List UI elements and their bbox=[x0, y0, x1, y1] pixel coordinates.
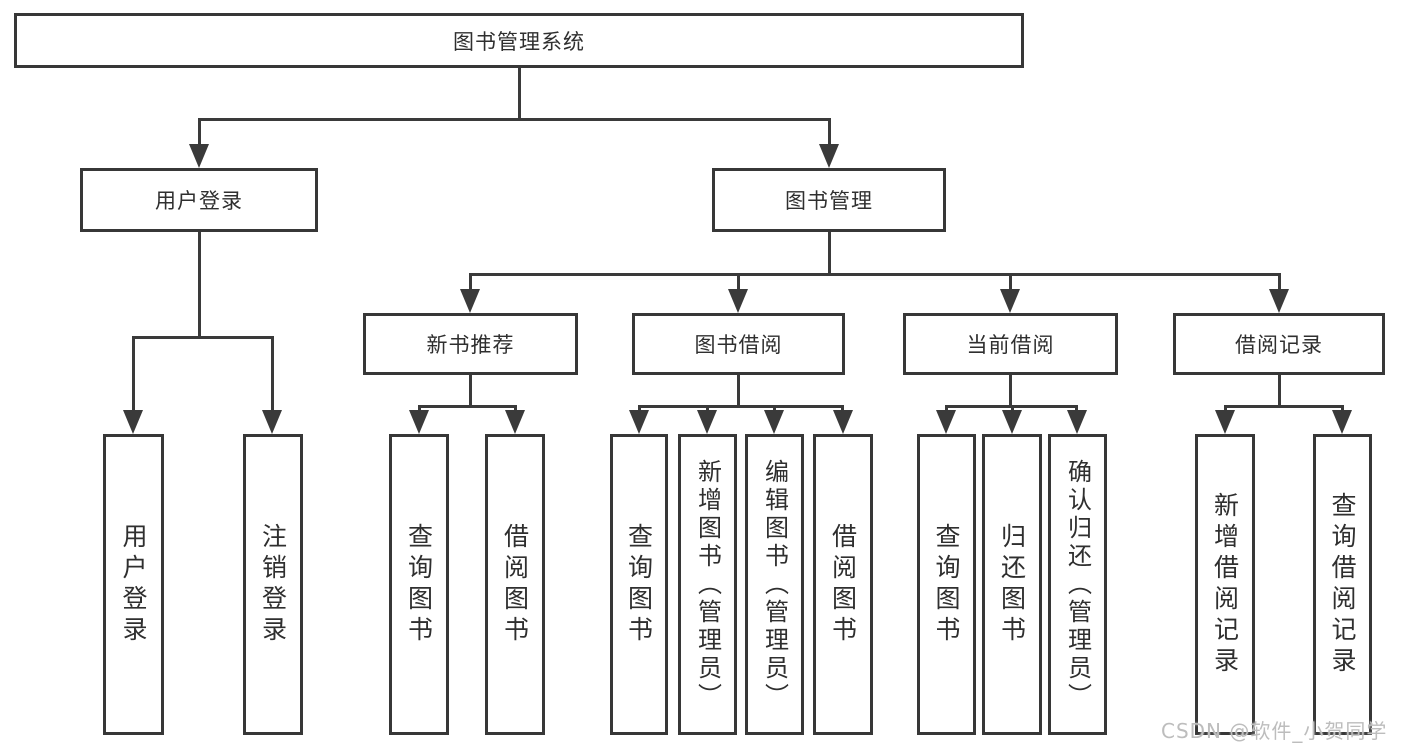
connector-line bbox=[638, 405, 641, 414]
connector-line bbox=[1278, 273, 1281, 293]
arrow-down-icon bbox=[123, 410, 143, 434]
node-book-management-label: 图书管理 bbox=[785, 189, 873, 213]
leaf-records-query-borrow-record-label: 查询借阅记录 bbox=[1328, 491, 1357, 678]
connector-line bbox=[271, 336, 274, 414]
leaf-current-confirm-return-admin-label: 确认归还（管理员） bbox=[1063, 458, 1092, 711]
connector-line bbox=[737, 375, 740, 406]
leaf-borrowing-add-books-admin-label: 新增图书（管理员） bbox=[693, 458, 722, 711]
arrow-down-icon bbox=[1332, 410, 1352, 434]
arrow-down-icon bbox=[764, 410, 784, 434]
watermark: CSDN @软件_小贺同学 bbox=[1161, 719, 1388, 743]
leaf-logout: 注销登录 bbox=[243, 434, 303, 735]
connector-line bbox=[469, 273, 472, 293]
connector-line bbox=[469, 375, 472, 406]
node-new-book-recommend: 新书推荐 bbox=[363, 313, 578, 375]
connector-line bbox=[773, 405, 776, 414]
connector-line bbox=[198, 232, 201, 336]
connector-line bbox=[132, 336, 135, 414]
connector-line bbox=[518, 68, 521, 118]
leaf-borrowing-edit-books-admin-label: 编辑图书（管理员） bbox=[760, 458, 789, 711]
node-book-borrowing-label: 图书借阅 bbox=[694, 333, 783, 357]
arrow-down-icon bbox=[728, 289, 748, 313]
leaf-borrowing-borrow-books: 借阅图书 bbox=[813, 434, 873, 735]
node-root-label: 图书管理系统 bbox=[453, 29, 585, 54]
node-user-login-label: 用户登录 bbox=[155, 189, 243, 213]
arrow-down-icon bbox=[629, 410, 649, 434]
node-current-borrowing: 当前借阅 bbox=[903, 313, 1118, 375]
leaf-user-login: 用户登录 bbox=[103, 434, 164, 735]
arrow-down-icon bbox=[833, 410, 853, 434]
connector-line bbox=[828, 232, 831, 273]
leaf-user-login-label: 用户登录 bbox=[119, 522, 148, 647]
connector-line bbox=[828, 118, 831, 148]
leaf-borrowing-add-books-admin: 新增图书（管理员） bbox=[678, 434, 737, 735]
arrow-down-icon bbox=[819, 144, 839, 168]
connector-line bbox=[198, 118, 201, 148]
connector-line bbox=[1224, 405, 1344, 408]
leaf-records-add-borrow-record-label: 新增借阅记录 bbox=[1210, 491, 1240, 678]
connector-line bbox=[1341, 405, 1344, 414]
leaf-current-query-books-label: 查询图书 bbox=[932, 522, 961, 647]
connector-line bbox=[132, 336, 274, 339]
connector-line bbox=[198, 118, 831, 121]
connector-line bbox=[418, 405, 421, 414]
node-book-management: 图书管理 bbox=[712, 168, 946, 232]
node-user-login: 用户登录 bbox=[80, 168, 318, 232]
node-new-book-recommend-label: 新书推荐 bbox=[426, 333, 515, 357]
connector-line bbox=[418, 405, 517, 408]
leaf-records-add-borrow-record: 新增借阅记录 bbox=[1195, 434, 1255, 735]
arrow-down-icon bbox=[1215, 410, 1235, 434]
arrow-down-icon bbox=[409, 410, 429, 434]
leaf-recommend-query-books-label: 查询图书 bbox=[404, 522, 434, 647]
leaf-borrowing-borrow-books-label: 借阅图书 bbox=[828, 522, 858, 647]
node-borrow-records-label: 借阅记录 bbox=[1235, 333, 1323, 357]
connector-line bbox=[841, 405, 844, 414]
arrow-down-icon bbox=[1000, 289, 1020, 313]
leaf-current-return-books-label: 归还图书 bbox=[997, 522, 1027, 647]
connector-line bbox=[514, 405, 517, 414]
node-book-borrowing: 图书借阅 bbox=[632, 313, 845, 375]
connector-line bbox=[1075, 405, 1078, 414]
leaf-records-query-borrow-record: 查询借阅记录 bbox=[1313, 434, 1372, 735]
arrow-down-icon bbox=[189, 144, 209, 168]
connector-line bbox=[737, 273, 740, 293]
leaf-borrowing-query-books: 查询图书 bbox=[610, 434, 668, 735]
arrow-down-icon bbox=[697, 410, 717, 434]
connector-line bbox=[469, 273, 1281, 276]
connector-line bbox=[945, 405, 948, 414]
arrow-down-icon bbox=[1067, 410, 1087, 434]
leaf-recommend-borrow-books: 借阅图书 bbox=[485, 434, 545, 735]
leaf-current-confirm-return-admin: 确认归还（管理员） bbox=[1048, 434, 1107, 735]
leaf-borrowing-edit-books-admin: 编辑图书（管理员） bbox=[745, 434, 804, 735]
connector-line bbox=[1009, 273, 1012, 293]
connector-line bbox=[1278, 375, 1281, 406]
arrow-down-icon bbox=[505, 410, 525, 434]
arrow-down-icon bbox=[1269, 289, 1289, 313]
leaf-current-return-books: 归还图书 bbox=[982, 434, 1042, 735]
leaf-recommend-query-books: 查询图书 bbox=[389, 434, 449, 735]
leaf-logout-label: 注销登录 bbox=[258, 522, 288, 647]
arrow-down-icon bbox=[460, 289, 480, 313]
leaf-borrowing-query-books-label: 查询图书 bbox=[624, 522, 654, 647]
arrow-down-icon bbox=[936, 410, 956, 434]
connector-line bbox=[1011, 405, 1014, 414]
node-borrow-records: 借阅记录 bbox=[1173, 313, 1385, 375]
leaf-recommend-borrow-books-label: 借阅图书 bbox=[500, 522, 530, 647]
connector-line bbox=[706, 405, 709, 414]
node-current-borrowing-label: 当前借阅 bbox=[966, 333, 1055, 357]
connector-line bbox=[1009, 375, 1012, 406]
arrow-down-icon bbox=[262, 410, 282, 434]
arrow-down-icon bbox=[1002, 410, 1022, 434]
leaf-current-query-books: 查询图书 bbox=[917, 434, 976, 735]
node-root: 图书管理系统 bbox=[14, 13, 1024, 68]
connector-line bbox=[1224, 405, 1227, 414]
connector-line bbox=[638, 405, 844, 408]
